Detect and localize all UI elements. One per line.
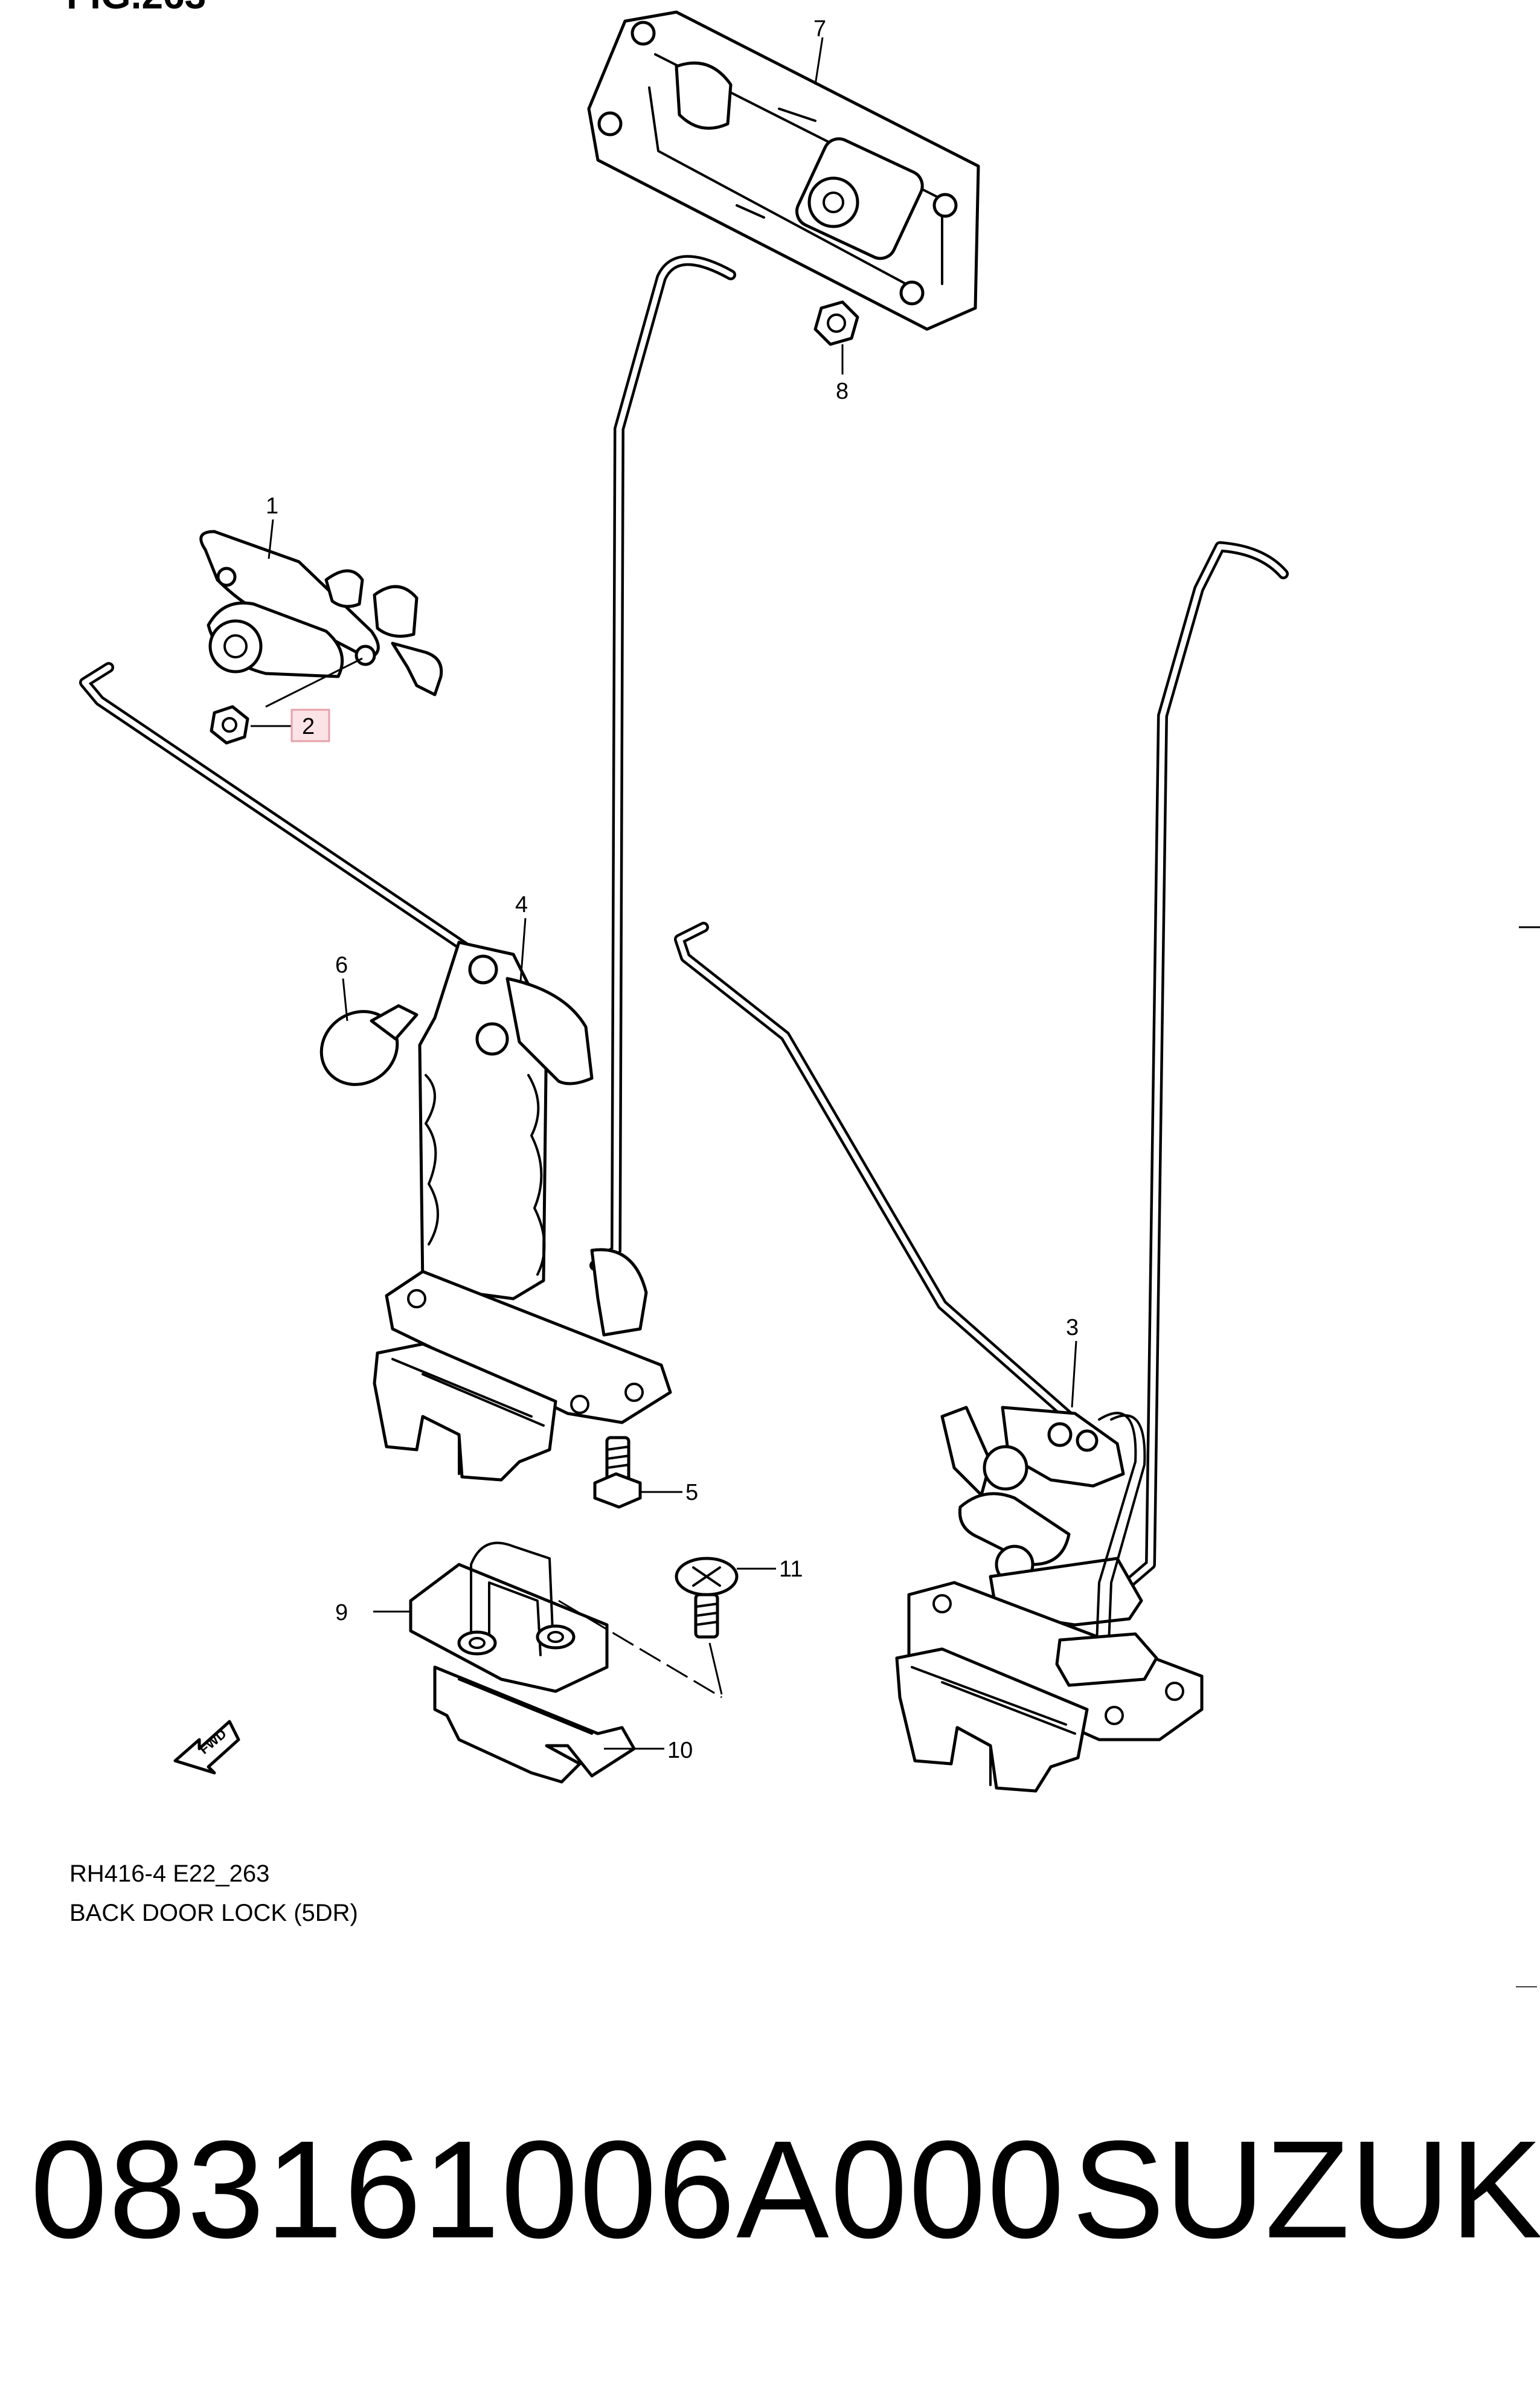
part-2-nut — [210, 705, 249, 745]
callout-labels: 7 8 1 2 3 4 6 5 9 10 11 — [266, 16, 1079, 1763]
callout-11: 11 — [779, 1557, 803, 1582]
part-7-handle-bracket — [587, 10, 980, 331]
part-number: 083161006A000 — [30, 2112, 1066, 2267]
callout-9: 9 — [335, 1600, 348, 1625]
part-9-striker — [409, 1542, 609, 1693]
callout-3: 3 — [1066, 1315, 1079, 1340]
caption-code: RH416-4 E22_263 — [69, 1860, 269, 1887]
part-3-lock-assembly — [895, 1406, 1204, 1793]
rod-right-tall — [1124, 541, 1289, 1588]
part-1-key-cylinder — [199, 530, 443, 696]
callout-8: 8 — [836, 379, 849, 404]
figure-label: FIG.263 — [66, 0, 206, 17]
callout-2: 2 — [302, 714, 315, 739]
part-4-lock-assembly — [373, 940, 672, 1482]
callout-1: 1 — [266, 494, 278, 519]
part-5-bolt — [593, 1436, 642, 1509]
rod-right-diagonal — [674, 922, 1074, 1422]
part-8-nut — [813, 300, 859, 346]
callout-2-highlight — [290, 709, 330, 742]
rod-left — [79, 662, 476, 957]
callout-10: 10 — [667, 1738, 693, 1763]
caption-title: BACK DOOR LOCK (5DR) — [69, 1900, 358, 1926]
footer — [0, 1987, 1540, 2392]
callout-7: 7 — [813, 16, 826, 42]
part-6-clip — [319, 1004, 419, 1086]
part-10-plate — [433, 1665, 636, 1784]
part-11-screw — [675, 1557, 739, 1639]
fwd-arrow-icon: FWD — [173, 1720, 240, 1775]
callout-4: 4 — [515, 892, 528, 918]
parts-diagram: FIG.263 — [66, 0, 1540, 1987]
brand-name: SUZUKI — [1072, 2112, 1540, 2267]
callout-5: 5 — [685, 1480, 698, 1505]
rod-upper — [589, 255, 736, 1271]
leader-lines — [251, 37, 1077, 1750]
callout-6: 6 — [335, 953, 348, 978]
diagram-panel: FIG.263 — [66, 0, 1540, 1987]
